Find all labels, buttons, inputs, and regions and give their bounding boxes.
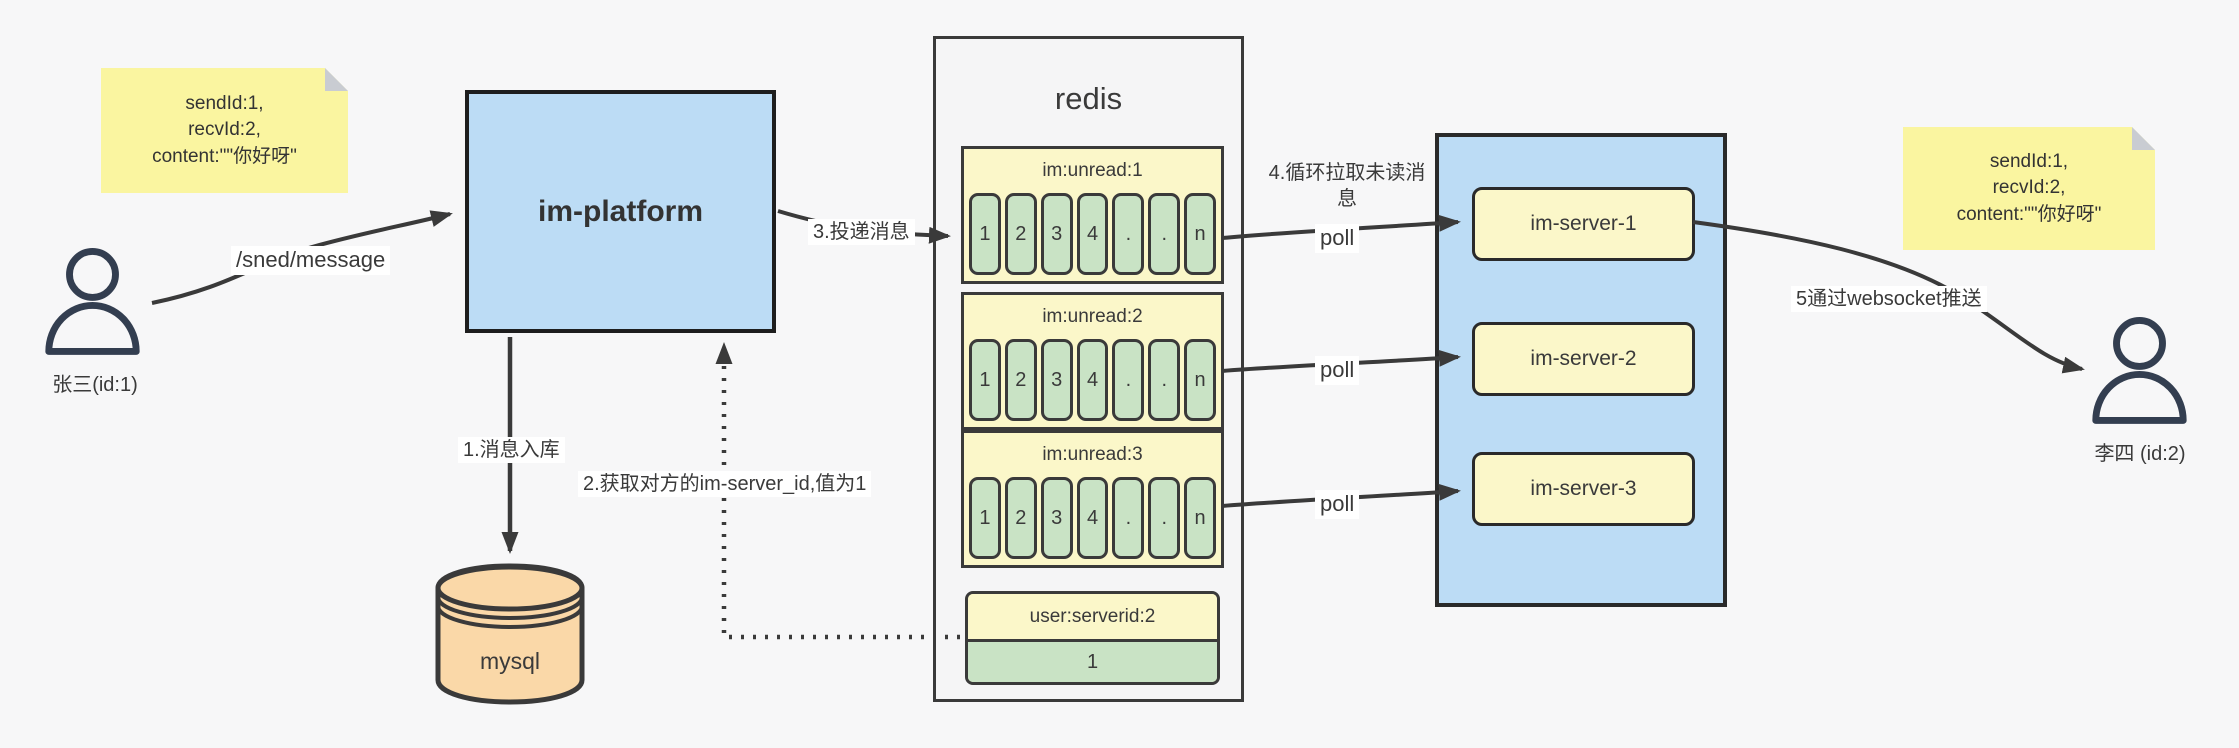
queue-cell: 3 [1040, 339, 1073, 421]
im-server-1-box: im-server-1 [1472, 187, 1695, 261]
poll-label-1: poll [1315, 224, 1360, 253]
note-fold-icon [2132, 127, 2155, 150]
user-serverid-value: 1 [968, 642, 1217, 682]
poll-label-3: poll [1315, 490, 1360, 519]
queue-cell: 1 [969, 477, 1001, 559]
sender-message-note: sendId:1, recvId:2, content:""你好呀" [101, 68, 348, 193]
note-line: content:""你好呀" [1956, 203, 2102, 225]
mysql-label: mysql [479, 648, 541, 674]
note-line: sendId:1, [1989, 150, 2069, 172]
im-server-3-box: im-server-3 [1472, 452, 1695, 526]
queue-cell: . [1112, 477, 1145, 559]
note-line: recvId:2, [1992, 177, 2066, 199]
queue-cell: . [1148, 477, 1181, 559]
queue-cell: 4 [1076, 339, 1109, 421]
queue-cell: . [1148, 193, 1181, 275]
queue-cell: 1 [969, 339, 1001, 421]
unread-list-1: im:unread:1 1 2 3 4 . . n [961, 146, 1224, 284]
person-icon [45, 247, 140, 355]
user-serverid-block: user:serverid:2 1 [965, 591, 1220, 685]
database-cylinder-icon [435, 563, 585, 705]
queue-cell: 3 [1040, 193, 1073, 275]
step4-label: 4.循环拉取未读消息 [1268, 162, 1426, 210]
queue-cell: 3 [1040, 477, 1073, 559]
queue-cell: . [1148, 339, 1181, 421]
im-server-2-box: im-server-2 [1472, 322, 1695, 396]
queue-cell: 2 [1004, 193, 1037, 275]
step3-label: 3.投递消息 [808, 219, 915, 245]
unread-cells: 1 2 3 4 . . n [964, 339, 1221, 427]
receiver-label: 李四 (id:2) [2094, 443, 2186, 465]
unread-list-3: im:unread:3 1 2 3 4 . . n [961, 430, 1224, 568]
poll-label-2: poll [1315, 356, 1360, 385]
queue-cell: 4 [1076, 477, 1109, 559]
im-server-3-label: im-server-3 [1530, 477, 1637, 500]
queue-cell: . [1112, 193, 1145, 275]
queue-cell: 2 [1004, 477, 1037, 559]
redis-container: redis im:unread:1 1 2 3 4 . . n im:unrea… [933, 36, 1244, 702]
person-icon [2092, 316, 2187, 424]
im-server-2-label: im-server-2 [1530, 347, 1637, 370]
unread-list-title: im:unread:3 [1042, 444, 1143, 465]
im-platform-box: im-platform [465, 90, 776, 333]
user-serverid-key: user:serverid:2 [968, 594, 1217, 642]
unread-list-2: im:unread:2 1 2 3 4 . . n [961, 292, 1224, 430]
step1-label: 1.消息入库 [458, 437, 565, 463]
note-line: recvId:2, [188, 119, 261, 141]
queue-cell: n [1184, 339, 1217, 421]
unread-list-title: im:unread:2 [1042, 306, 1143, 327]
queue-cell: n [1184, 193, 1217, 275]
note-fold-icon [325, 68, 348, 91]
queue-cell: n [1184, 477, 1217, 559]
im-server-cluster: im-server-1 im-server-2 im-server-3 [1435, 133, 1727, 607]
note-line: content:""你好呀" [152, 145, 297, 167]
step5-label: 5通过websocket推送 [1791, 286, 1987, 312]
send-edge-label: /sned/message [231, 246, 391, 275]
note-line: sendId:1, [185, 92, 264, 114]
queue-cell: . [1112, 339, 1145, 421]
queue-cell: 1 [969, 193, 1001, 275]
queue-cell: 4 [1076, 193, 1109, 275]
unread-cells: 1 2 3 4 . . n [964, 193, 1221, 281]
step2-label: 2.获取对方的im-server_id,值为1 [578, 471, 872, 497]
im-platform-label: im-platform [538, 194, 703, 228]
unread-list-title: im:unread:1 [1042, 160, 1143, 181]
queue-cell: 2 [1004, 339, 1037, 421]
redis-title: redis [1054, 81, 1123, 116]
im-server-1-label: im-server-1 [1530, 212, 1637, 235]
sender-label: 张三(id:1) [52, 374, 138, 396]
unread-cells: 1 2 3 4 . . n [964, 477, 1221, 565]
receiver-message-note: sendId:1, recvId:2, content:""你好呀" [1903, 127, 2155, 250]
